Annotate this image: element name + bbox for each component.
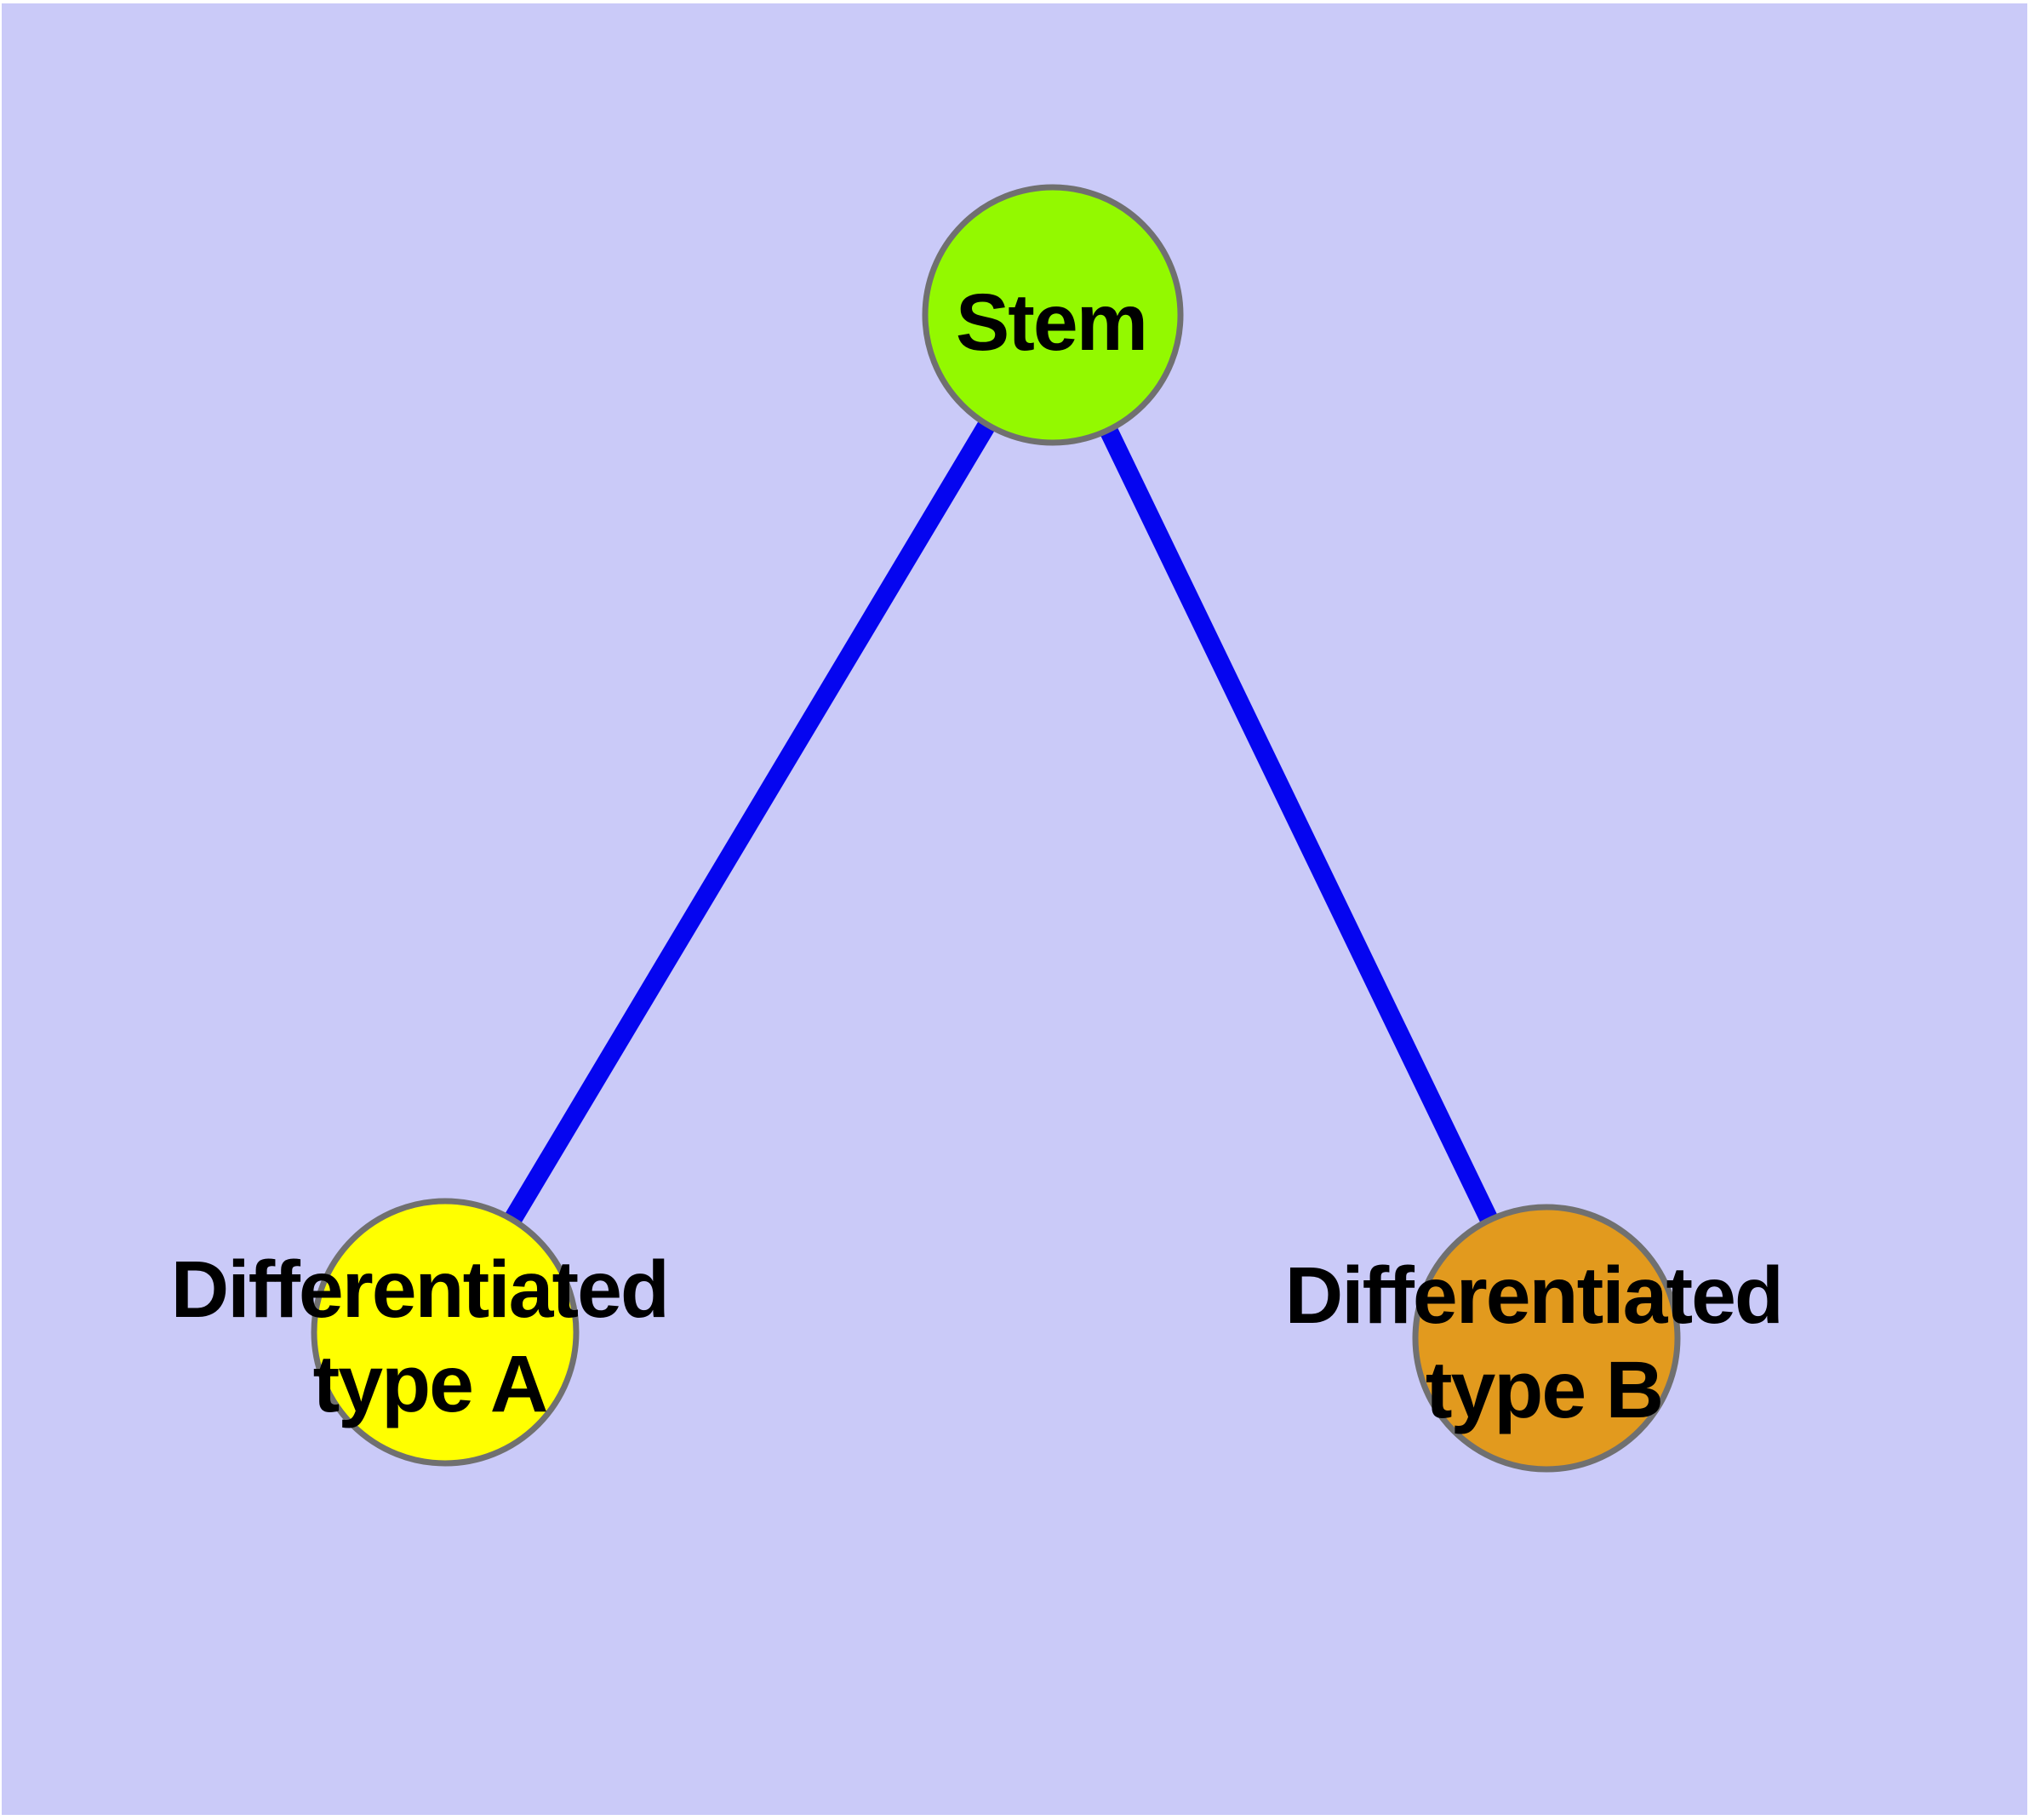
node-differentiated-type-b [1412, 1204, 1681, 1473]
label-differentiated-type-b: Differentiated type B [1285, 1251, 1803, 1435]
edge-group [437, 310, 1555, 1342]
edge-stem-to-type-a [437, 310, 1061, 1337]
label-stem: Stem [956, 278, 1146, 368]
label-line: type B [1426, 1345, 1662, 1435]
node-stem [922, 184, 1184, 446]
label-line: type A [313, 1339, 547, 1429]
label-group: Stem Differentiated type A Differentiate… [171, 278, 1803, 1435]
node-differentiated-type-a [311, 1198, 580, 1467]
edge-stem-to-type-b [1044, 311, 1555, 1342]
label-line: Differentiated [1285, 1251, 1782, 1341]
label-differentiated-type-a: Differentiated type A [171, 1245, 689, 1429]
label-line: Differentiated [171, 1245, 668, 1335]
node-group [311, 184, 1681, 1473]
